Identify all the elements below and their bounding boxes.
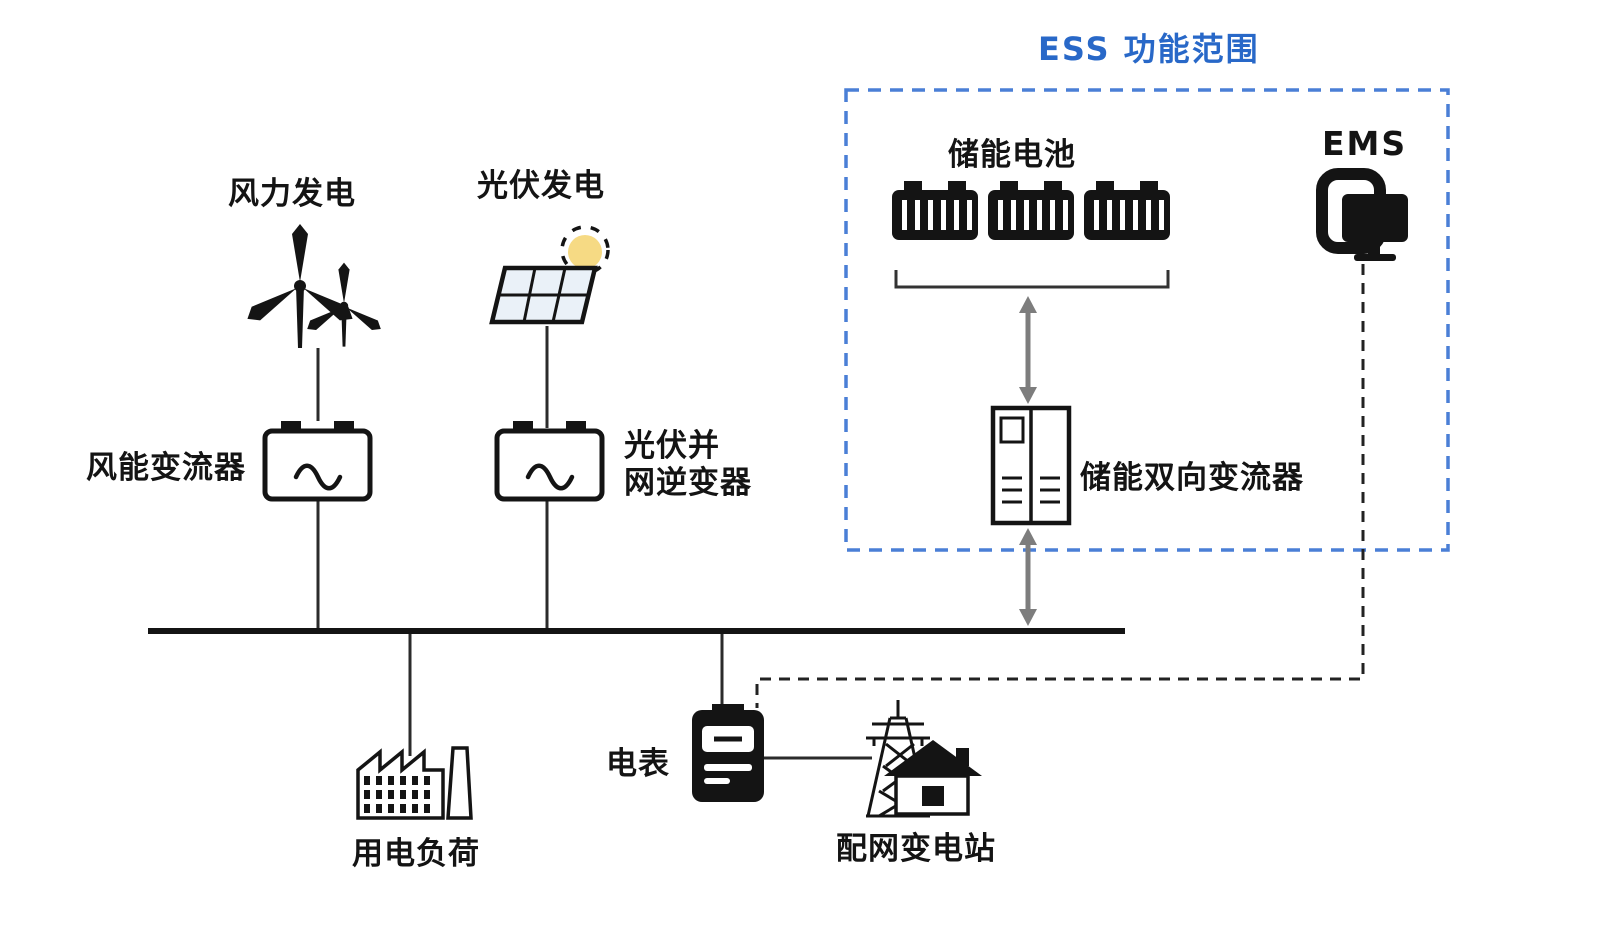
ems-icon: [1316, 168, 1408, 261]
pv-inverter-label-line1: 光伏并: [624, 428, 720, 464]
wind-converter-icon: [262, 421, 373, 502]
battery-group-bracket: [894, 270, 1170, 289]
ems-control-line: [755, 264, 1365, 708]
substation-label: 配网变电站: [836, 831, 996, 867]
pv-power-label: 光伏发电: [477, 168, 605, 204]
sun-glow: [568, 235, 602, 269]
double-arrow-battery-converter: [1019, 296, 1037, 404]
bidirectional-converter-icon: [990, 405, 1072, 526]
wind-converter-label: 风能变流器: [86, 450, 246, 486]
battery-icon: [988, 181, 1074, 240]
load-label: 用电负荷: [352, 836, 480, 872]
connector-lines: [316, 326, 872, 760]
factory-icon: [356, 746, 473, 820]
meter-icon: [692, 704, 764, 802]
battery-icon: [892, 181, 978, 240]
battery-icon: [1084, 181, 1170, 240]
wind-turbine-icon: [247, 224, 381, 348]
ems-label: EMS: [1322, 124, 1408, 163]
solar-panel-icon: [489, 225, 610, 325]
sun-rays: [560, 225, 610, 275]
ess-scope-title: ESS 功能范围: [1038, 30, 1260, 68]
storage-battery-label: 储能电池: [948, 137, 1076, 173]
storage-battery-icons: [892, 181, 1170, 289]
double-arrow-converter-bus: [1019, 528, 1037, 626]
ess-boundary-box: [844, 88, 1450, 552]
pv-inverter-icon: [494, 421, 605, 502]
bidirectional-converter-label: 储能双向变流器: [1080, 460, 1304, 496]
wind-power-label: 风力发电: [228, 176, 356, 212]
pv-inverter-label: 光伏并 网逆变器: [624, 428, 752, 502]
pv-inverter-label-line2: 网逆变器: [624, 465, 752, 501]
substation-house: [884, 740, 982, 816]
substation-icon: [866, 700, 982, 818]
transmission-tower: [866, 700, 930, 818]
meter-label: 电表: [606, 746, 670, 782]
